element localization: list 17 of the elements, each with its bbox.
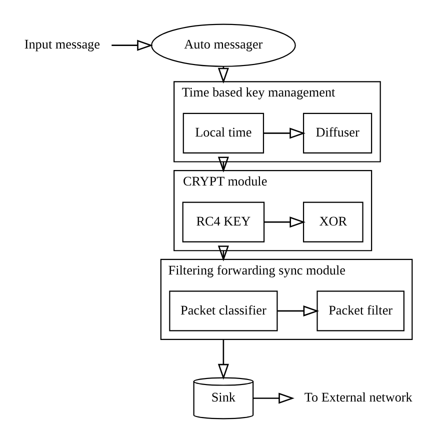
arrow [254, 392, 294, 404]
node-box: Local time [182, 112, 264, 154]
arrow [218, 339, 229, 380]
node-ellipse: Auto messager [151, 24, 296, 67]
node-text: To External network [304, 390, 412, 405]
node-box: Diffuser [302, 112, 372, 154]
arrow [264, 128, 306, 139]
arrow [264, 216, 306, 228]
arrow [218, 156, 229, 173]
node-box: Packet filter [316, 290, 404, 332]
arrow [112, 40, 153, 51]
node-box: Packet classifier [169, 290, 278, 332]
node-box: XOR [302, 202, 364, 242]
node-text: Input message [24, 36, 100, 52]
arrow [218, 246, 229, 262]
arrow [278, 305, 320, 316]
node-box: RC4 KEY [182, 202, 265, 242]
